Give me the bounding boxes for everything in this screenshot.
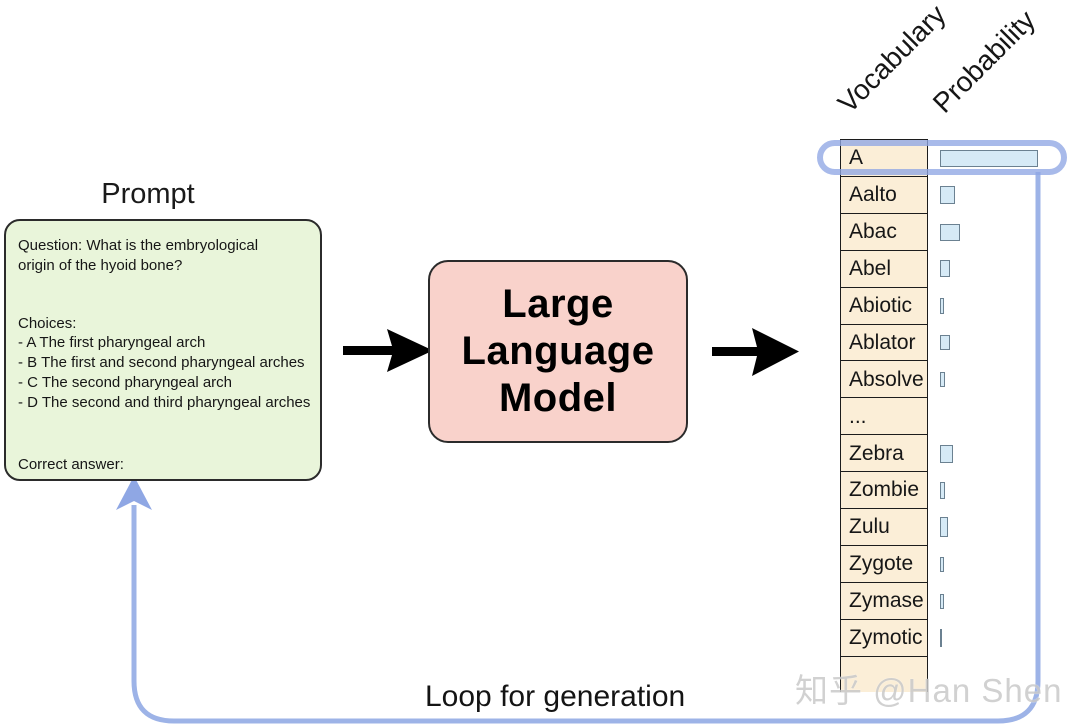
probability-bar [940,593,944,609]
probability-bar-slot [940,324,950,363]
probability-bar [940,517,948,538]
vocab-cell-label: Abiotic [840,286,928,326]
table-row: ... [840,397,1070,436]
prompt-choices-label: Choices: [18,314,77,332]
vocab-cell-label: Zymase [840,581,928,621]
probability-bar [940,629,942,648]
probability-bar [940,372,945,388]
probability-bar-slot [940,139,1038,178]
table-row: Zygote [840,544,1070,584]
probability-bar-slot [940,434,953,473]
table-row: Zebra [840,434,1070,473]
vocab-cell-label: Zygote [840,544,928,584]
vocab-cell-label [840,655,928,692]
probability-bar [940,335,950,351]
prompt-choice-b: - B The first and second pharyngeal arch… [18,354,305,372]
loop-arrowhead-icon [116,476,152,510]
watermark-text: 知乎 @Han Shen [795,672,1063,709]
vocab-cell-label: Zulu [840,508,928,547]
probability-bar-slot [940,619,942,658]
prompt-choice-d: - D The second and third pharyngeal arch… [18,393,311,411]
probability-bar-slot [940,250,950,289]
prompt-title: Prompt [101,178,195,210]
vocab-cell-label: Ablator [840,323,928,363]
vocab-cell-label: Abel [840,249,928,289]
table-row: Zymase [840,581,1070,621]
prompt-box: Question: What is the embryological orig… [4,219,322,481]
llm-box: Large Language Model [428,260,688,443]
probability-bar [940,149,1038,167]
prompt-choice-c: - C The second pharyngeal arch [18,373,233,391]
vocab-cell-label: Absolve [840,360,928,399]
probability-bar [940,556,944,572]
probability-bar [940,186,955,205]
prompt-choice-a: - A The first pharyngeal arch [18,334,206,352]
probability-bar [940,297,944,314]
table-row: Abiotic [840,286,1070,326]
prompt-question: Question: What is the embryological orig… [18,237,259,274]
vocab-table-rows: A Aalto Abac Abel Abiotic [840,139,1070,692]
selected-token-highlight [817,140,1067,175]
probability-bar [940,223,960,241]
loop-path-line [131,172,1041,724]
loop-for-generation-label: Loop for generation [425,680,686,713]
vocab-cell-label: Aalto [840,175,928,215]
prompt-answer-label: Correct answer: [18,455,124,473]
vocab-cell-label: Abac [840,212,928,252]
table-row: Zombie [840,471,1070,510]
vocab-cell-label: Zymotic [840,618,928,658]
probability-bar-slot [940,176,955,215]
table-row: Absolve [840,360,1070,399]
probability-bar-slot [940,287,944,326]
table-row: Abac [840,212,1070,252]
probability-bar-slot [940,471,945,510]
arrow-llm-to-table-icon [712,328,799,376]
llm-box-label: Large Language Model [461,281,655,421]
table-row [840,655,1070,692]
arrow-prompt-to-llm-icon [343,329,433,372]
probability-bar [940,260,950,278]
probability-bar-slot [940,213,960,252]
vocab-cell-label: Zombie [840,471,928,510]
table-row: Abel [840,249,1070,289]
probability-bar [940,481,945,499]
vocab-cell-label: ... [840,397,928,436]
probability-bar-slot [940,360,945,399]
probability-bar [940,444,953,463]
probability-bar-slot [940,508,948,547]
probability-bar-slot [940,545,944,584]
table-row: Zymotic [840,618,1070,658]
table-row: Ablator [840,323,1070,363]
table-row: Zulu [840,508,1070,547]
vocab-cell-label: Zebra [840,434,928,473]
table-row: Aalto [840,175,1070,215]
probability-bar-slot [940,582,944,621]
